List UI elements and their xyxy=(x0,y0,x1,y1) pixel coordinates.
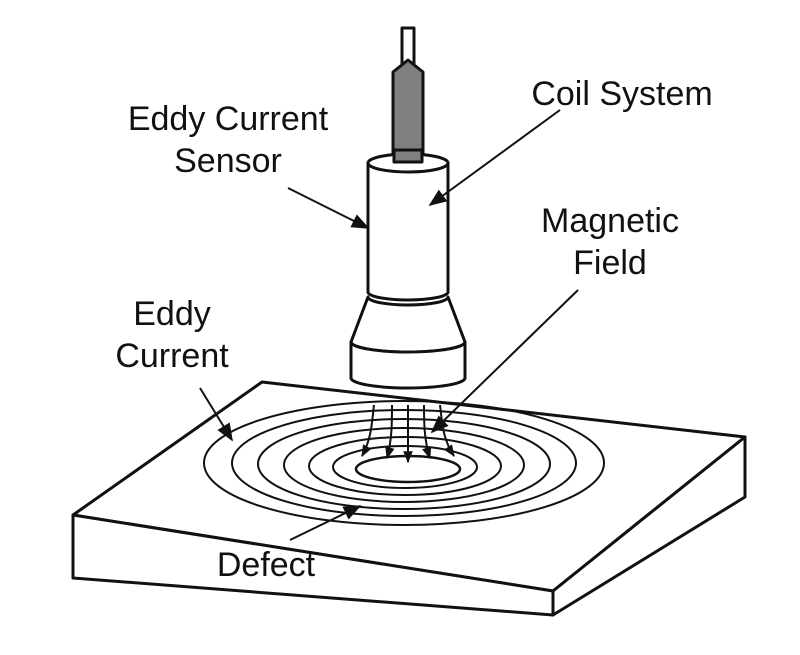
eddy-ring xyxy=(257,418,551,510)
eddy-arrow xyxy=(199,387,233,442)
eddy-current-rings xyxy=(203,400,605,526)
defect-label: Defect xyxy=(217,546,316,584)
leader-arrows xyxy=(199,109,579,541)
probe-connector xyxy=(391,58,425,162)
probe-head-lower xyxy=(349,340,467,390)
sensor-probe xyxy=(349,26,467,390)
eddy-ring xyxy=(332,445,478,489)
eddy-ring xyxy=(283,427,525,503)
eddy-label-line1: Eddy xyxy=(133,295,211,333)
eddy-ring xyxy=(231,409,577,517)
sensor-label-line2: Sensor xyxy=(174,142,282,180)
eddy-label-line2: Current xyxy=(115,337,229,375)
magnetic-label-line1: Magnetic xyxy=(541,202,679,240)
sensor-arrow xyxy=(287,187,370,229)
plate-side-face xyxy=(551,435,747,617)
magnetic-field-lines xyxy=(361,404,455,464)
eddy-ring xyxy=(203,400,605,526)
test-plate xyxy=(71,380,747,617)
sensor-label-line1: Eddy Current xyxy=(128,100,329,138)
magnetic-label-line2: Field xyxy=(573,244,647,282)
probe-collar xyxy=(392,148,424,164)
probe-head-upper xyxy=(349,295,467,354)
magnetic-arrow xyxy=(430,289,579,434)
probe-body xyxy=(366,163,450,302)
coil-arrow xyxy=(428,109,561,207)
coil-label: Coil System xyxy=(531,75,712,113)
eddy-ring xyxy=(308,436,502,496)
defect-arrow xyxy=(289,505,362,541)
labels: Eddy Current Sensor Coil System Magnetic… xyxy=(115,75,712,584)
